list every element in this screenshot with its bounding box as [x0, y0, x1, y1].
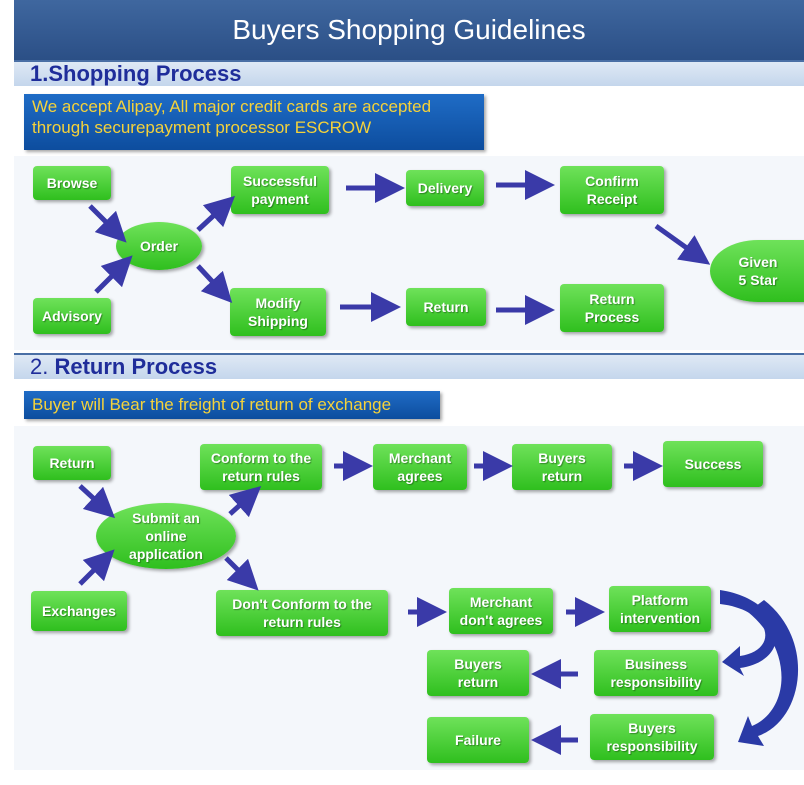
node-modify-shipping: Modify Shipping [230, 288, 326, 336]
page-title: Buyers Shopping Guidelines [14, 0, 804, 60]
node-success: Success [663, 441, 763, 487]
node-confirm-receipt: Confirm Receipt [560, 166, 664, 214]
node-buyers-return-top: Buyers return [512, 444, 612, 490]
node-failure: Failure [427, 717, 529, 763]
node-platform-intervention: Platform intervention [609, 586, 711, 632]
section-return-process-heading: 2. Return Process [14, 353, 804, 379]
node-exchanges: Exchanges [31, 591, 127, 631]
section-shopping-process-heading: 1.Shopping Process [14, 60, 804, 86]
node-merchant-dont-agrees: Merchant don't agrees [449, 588, 553, 634]
section-return-process-number: 2. [30, 354, 49, 379]
node-submit-application: Submit an online application [96, 503, 236, 569]
freight-note: Buyer will Bear the freight of return of… [24, 391, 440, 419]
node-browse: Browse [33, 166, 111, 200]
node-order: Order [116, 222, 202, 270]
node-conform-rules: Conform to the return rules [200, 444, 322, 490]
node-return: Return [406, 288, 486, 326]
node-dont-conform-rules: Don't Conform to the return rules [216, 590, 388, 636]
node-buyers-return-bottom: Buyers return [427, 650, 529, 696]
node-return-start: Return [33, 446, 111, 480]
node-delivery: Delivery [406, 170, 484, 206]
node-business-responsibility: Business responsibility [594, 650, 718, 696]
payment-note-line1: We accept Alipay, All major credit cards… [32, 97, 432, 116]
node-return-process: Return Process [560, 284, 664, 332]
node-given-5-star: Given 5 Star [710, 240, 804, 302]
node-advisory: Advisory [33, 298, 111, 334]
node-buyers-responsibility: Buyers responsibility [590, 714, 714, 760]
payment-note-line2: through securepayment processor ESCROW [32, 118, 372, 137]
node-successful-payment: Successful payment [231, 166, 329, 214]
section-return-process-title: Return Process [48, 354, 218, 379]
payment-note: We accept Alipay, All major credit cards… [24, 94, 484, 150]
node-merchant-agrees: Merchant agrees [373, 444, 467, 490]
